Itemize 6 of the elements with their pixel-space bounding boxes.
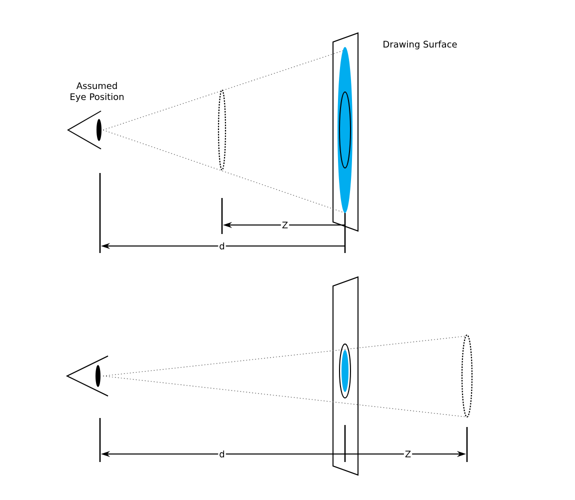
surface-label: Drawing Surface bbox=[384, 40, 457, 50]
dimension-label: Z bbox=[280, 220, 290, 230]
eye-label: Assumed Eye Position bbox=[70, 82, 124, 102]
dimension-label: d bbox=[218, 242, 226, 250]
dimension-label: Z bbox=[404, 450, 412, 458]
dimension-label: d bbox=[218, 450, 226, 458]
